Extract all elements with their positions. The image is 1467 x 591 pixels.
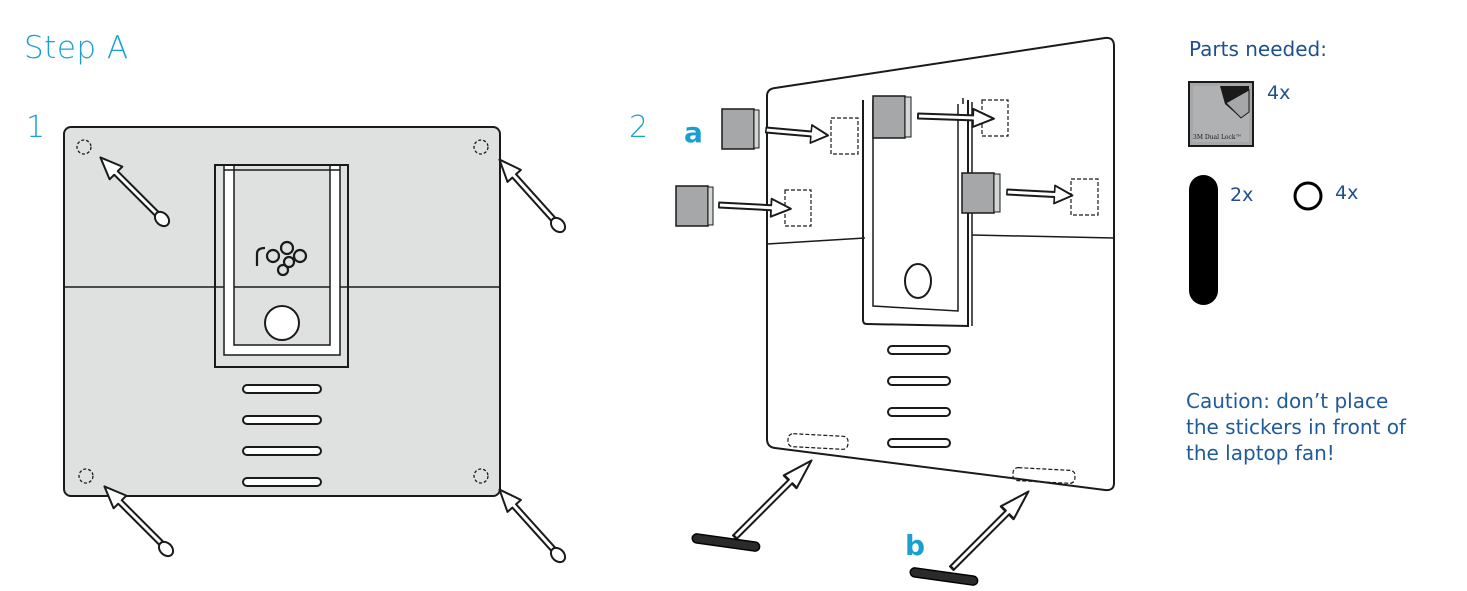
sticker-a-right	[961, 172, 1074, 214]
step2-stand-panel	[766, 36, 1115, 492]
sticker-a-lower-left	[675, 185, 793, 227]
dual-lock-sticker-icon: 3M Dual Lock™	[1188, 81, 1254, 147]
dual-lock-quantity: 4x	[1267, 82, 1291, 104]
rubber-strip-icon	[1189, 175, 1218, 305]
brand-logo	[255, 240, 308, 277]
rubber-ring-icon	[1293, 181, 1323, 211]
ring-quantity: 4x	[1335, 182, 1359, 204]
callout-a: a	[684, 116, 703, 149]
step-number-1: 1	[26, 110, 46, 145]
sticker-a-upper-center	[872, 95, 996, 139]
caution-note: Caution: don’t place the stickers in fro…	[1186, 389, 1406, 465]
step-title: Step A	[24, 30, 129, 66]
step1-arrow-top-left	[93, 150, 171, 228]
parts-needed-title: Parts needed:	[1189, 37, 1327, 61]
strip-b-right	[909, 484, 1036, 586]
strip-quantity: 2x	[1230, 184, 1254, 206]
step1-arrow-bottom-left	[97, 479, 175, 558]
callout-b: b	[905, 529, 926, 562]
sticker-a-upper-left	[721, 108, 830, 150]
step1-stand-panel	[63, 126, 501, 497]
strip-b-left	[691, 453, 819, 552]
step1-arrow-bottom-right	[491, 482, 567, 564]
step-number-2: 2	[629, 110, 649, 145]
dual-lock-label: 3M Dual Lock™	[1193, 134, 1242, 141]
step1-arrow-top-right	[491, 152, 567, 234]
